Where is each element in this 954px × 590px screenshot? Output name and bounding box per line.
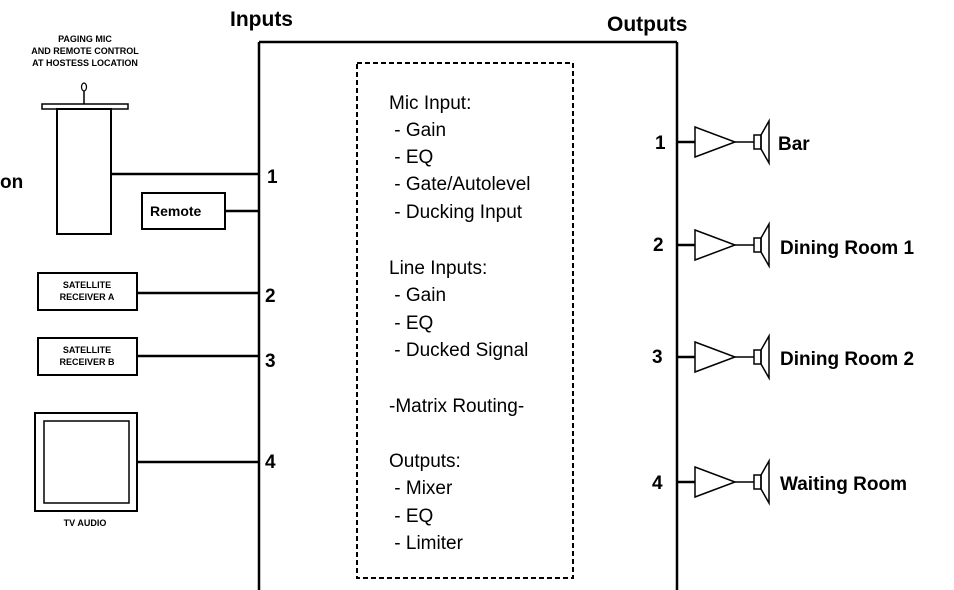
output-number: 3: [652, 347, 663, 368]
amplifier-icon: [694, 465, 738, 499]
input-number: 2: [265, 286, 276, 307]
satellite-a-line: RECEIVER A: [60, 292, 115, 302]
satellite-a-line: SATELLITE: [63, 280, 111, 290]
processing-line: - Ducked Signal: [389, 340, 528, 361]
satellite-receiver-a: [37, 272, 138, 311]
output-number: 2: [653, 235, 664, 256]
dsp-processing-box: [356, 62, 574, 579]
output-3: 3 Dining Room 2: [652, 333, 914, 381]
processing-line: - Ducking Input: [389, 202, 523, 223]
processing-line: Mic Input:: [389, 93, 471, 114]
satellite-b-line: RECEIVER B: [59, 357, 115, 367]
processing-line: Line Inputs:: [389, 258, 487, 279]
tv-icon: [34, 412, 138, 512]
processing-line: - Gate/Autolevel: [389, 174, 531, 195]
amplifier-icon: [694, 228, 738, 262]
clipped-label: on: [0, 172, 23, 193]
output-label: Bar: [778, 134, 810, 155]
speaker-icon: [753, 333, 770, 381]
tv-label: TV AUDIO: [64, 518, 107, 528]
input-number: 3: [265, 351, 276, 372]
input-number: 4: [265, 452, 276, 473]
output-4: 4 Waiting Room: [652, 458, 907, 506]
output-1: 1 Bar: [655, 118, 810, 166]
output-number: 4: [652, 473, 663, 494]
output-label: Waiting Room: [780, 474, 907, 495]
caption-line: PAGING MIC: [58, 34, 112, 44]
outputs-header: Outputs: [607, 13, 687, 36]
processing-line: - Mixer: [389, 478, 453, 499]
processing-line: - Gain: [389, 285, 446, 306]
processing-line: - EQ: [389, 506, 433, 527]
remote-label: Remote: [150, 203, 202, 219]
processing-line: - Limiter: [389, 533, 464, 554]
output-number: 1: [655, 133, 666, 154]
input-number: 1: [267, 167, 278, 188]
processing-line: -Matrix Routing-: [389, 396, 524, 417]
caption-line: AND REMOTE CONTROL: [31, 46, 139, 56]
output-label: Dining Room 2: [780, 349, 914, 370]
processing-line: - Gain: [389, 120, 446, 141]
processing-line: - EQ: [389, 313, 433, 334]
speaker-icon: [753, 458, 770, 506]
processing-line: Outputs:: [389, 451, 461, 472]
processor-box: [257, 40, 679, 590]
amplifier-icon: [694, 125, 738, 159]
output-label: Dining Room 1: [780, 238, 914, 259]
satellite-b-line: SATELLITE: [63, 345, 111, 355]
processing-list: Mic Input: - Gain - EQ - Gate/Autolevel …: [389, 93, 531, 554]
output-2: 2 Dining Room 1: [653, 221, 914, 269]
inputs-header: Inputs: [230, 8, 293, 31]
paging-mic-icon: [41, 82, 129, 235]
paging-mic-caption: PAGING MIC AND REMOTE CONTROL AT HOSTESS…: [31, 34, 139, 68]
speaker-icon: [753, 221, 770, 269]
amplifier-icon: [694, 340, 738, 374]
caption-line: AT HOSTESS LOCATION: [32, 58, 138, 68]
speaker-icon: [753, 118, 770, 166]
processing-line: - EQ: [389, 147, 433, 168]
